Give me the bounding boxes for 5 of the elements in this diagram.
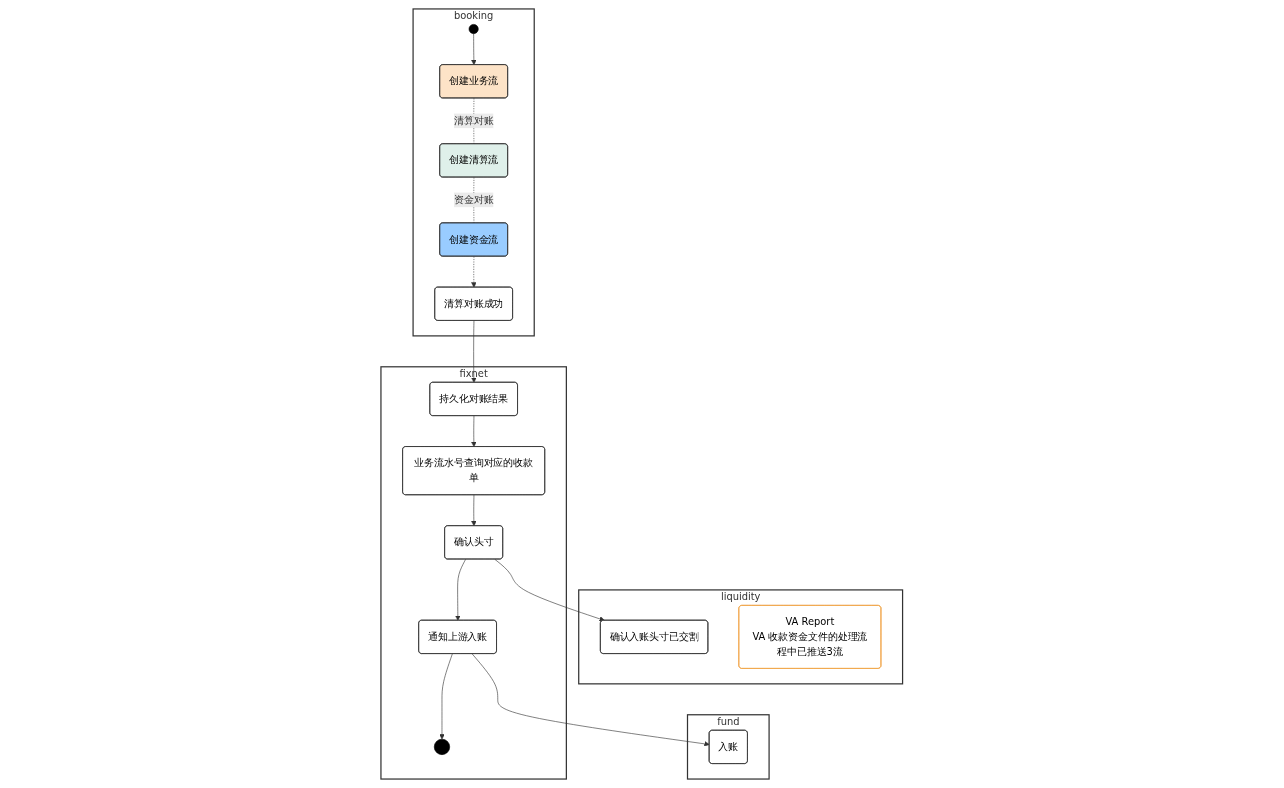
edge-label: 清算对账: [454, 114, 494, 127]
edge-label: 资金对账: [454, 193, 494, 206]
node-circle: [468, 24, 479, 34]
connector: [473, 97, 475, 145]
connector: [473, 177, 475, 224]
